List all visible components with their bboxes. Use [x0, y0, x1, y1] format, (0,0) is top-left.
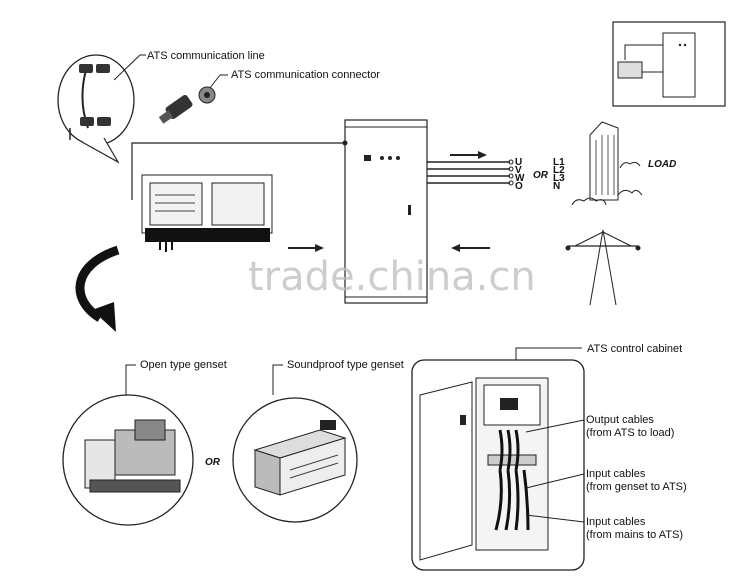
- arrow-genset-to-cabinet: [288, 244, 324, 252]
- soundproof-genset-label: Soundproof type genset: [287, 359, 404, 371]
- l1-label: L1: [553, 157, 565, 168]
- mains-tower-icon: [565, 229, 641, 306]
- comm-line-callout: [57, 54, 135, 164]
- input-genset-label: Input cables: [586, 468, 646, 480]
- curved-down-arrow: [75, 245, 120, 332]
- v-label: V: [515, 165, 522, 176]
- input-mains-label: Input cables: [586, 516, 646, 528]
- ats-comm-connector-label: ATS communication connector: [231, 69, 380, 81]
- input-genset-sub: (from genset to ATS): [586, 481, 687, 493]
- open-genset-label: Open type genset: [140, 359, 227, 371]
- ats-cabinet-top: [342, 119, 428, 304]
- w-label: W: [515, 173, 525, 184]
- o-label: O: [515, 181, 523, 192]
- open-genset-icon: [84, 419, 181, 493]
- output-wires: [427, 151, 514, 186]
- n-label: N: [553, 181, 560, 192]
- soundproof-genset-icon: [253, 420, 347, 496]
- building-load-icon: [571, 121, 643, 206]
- output-cables-label: Output cables: [586, 414, 654, 426]
- ats-cabinet-label: ATS control cabinet: [587, 343, 682, 355]
- ats-cabinet-open-icon: [419, 377, 549, 561]
- genset-top-icon: [141, 174, 273, 252]
- ats-comm-line-label: ATS communication line: [147, 50, 265, 62]
- or-bottom-label: OR: [205, 457, 221, 468]
- output-cables-sub: (from ATS to load): [586, 427, 674, 439]
- l3-label: L3: [553, 173, 565, 184]
- thumbnail-overview: [612, 21, 726, 107]
- u-label: U: [515, 157, 522, 168]
- input-mains-sub: (from mains to ATS): [586, 529, 683, 541]
- load-label: LOAD: [648, 159, 676, 170]
- comm-connector-icon: [158, 86, 216, 124]
- watermark: trade.china.cn: [248, 254, 536, 300]
- or-middle-label: OR: [533, 170, 549, 181]
- comm-line-path: [131, 142, 345, 200]
- l2-label: L2: [553, 165, 565, 176]
- arrow-mains-to-cabinet: [451, 244, 490, 252]
